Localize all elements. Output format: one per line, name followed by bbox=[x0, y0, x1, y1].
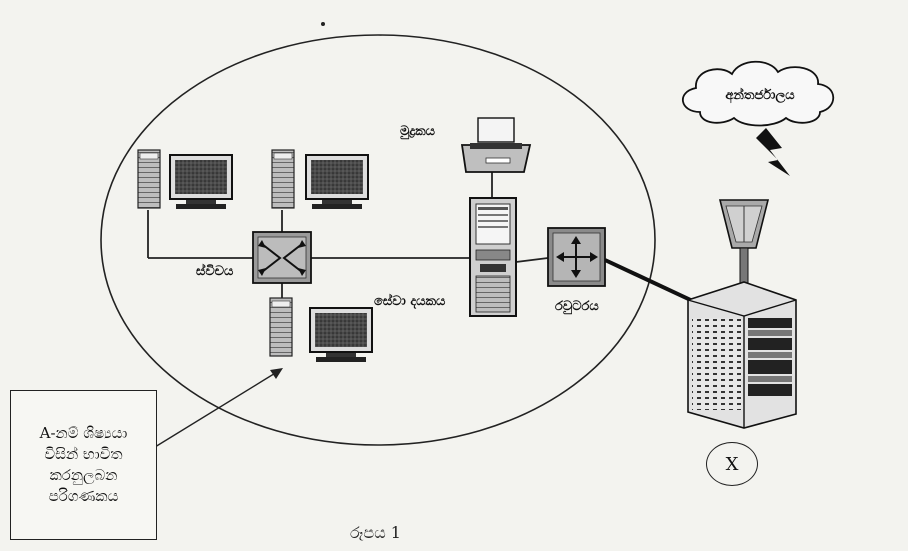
isp-building-icon bbox=[688, 282, 796, 428]
internet-label: අන්තර්ජාලය bbox=[690, 88, 830, 103]
monitor-icon bbox=[306, 155, 368, 209]
student-box-line-4: පරිගණකය bbox=[49, 486, 119, 507]
router-label: රවුටරය bbox=[555, 299, 599, 314]
computer-3 bbox=[270, 298, 372, 362]
x-node-label: X bbox=[706, 442, 758, 486]
router-icon bbox=[548, 228, 605, 286]
computer-1 bbox=[138, 150, 232, 209]
printer-icon bbox=[462, 118, 530, 172]
isp-antenna-icon bbox=[720, 200, 768, 288]
monitor-icon bbox=[310, 308, 372, 362]
switch-icon bbox=[253, 232, 311, 283]
switch-label: ස්විචය bbox=[196, 264, 233, 279]
lightning-icon bbox=[756, 128, 790, 176]
server-icon bbox=[470, 198, 516, 316]
student-box-line-1: A-නම් ශිෂ්‍යයා bbox=[40, 423, 128, 444]
student-computer-box: A-නම් ශිෂ්‍යයා විසින් භාවිත කරනුලබන පරිග… bbox=[10, 390, 157, 540]
tower-icon bbox=[270, 298, 292, 356]
link-server-router bbox=[516, 258, 548, 262]
tower-icon bbox=[272, 150, 294, 208]
student-box-line-3: කරනුලබන bbox=[50, 465, 118, 486]
figure-caption: රූපය 1 bbox=[350, 523, 401, 543]
computer-2 bbox=[272, 150, 368, 209]
speck bbox=[321, 22, 325, 26]
student-box-line-2: විසින් භාවිත bbox=[44, 444, 122, 465]
server-label: සේවා දයකය bbox=[374, 294, 445, 309]
tower-icon bbox=[138, 150, 160, 208]
printer-label: මුද්‍රකය bbox=[400, 124, 435, 139]
monitor-icon bbox=[170, 155, 232, 209]
